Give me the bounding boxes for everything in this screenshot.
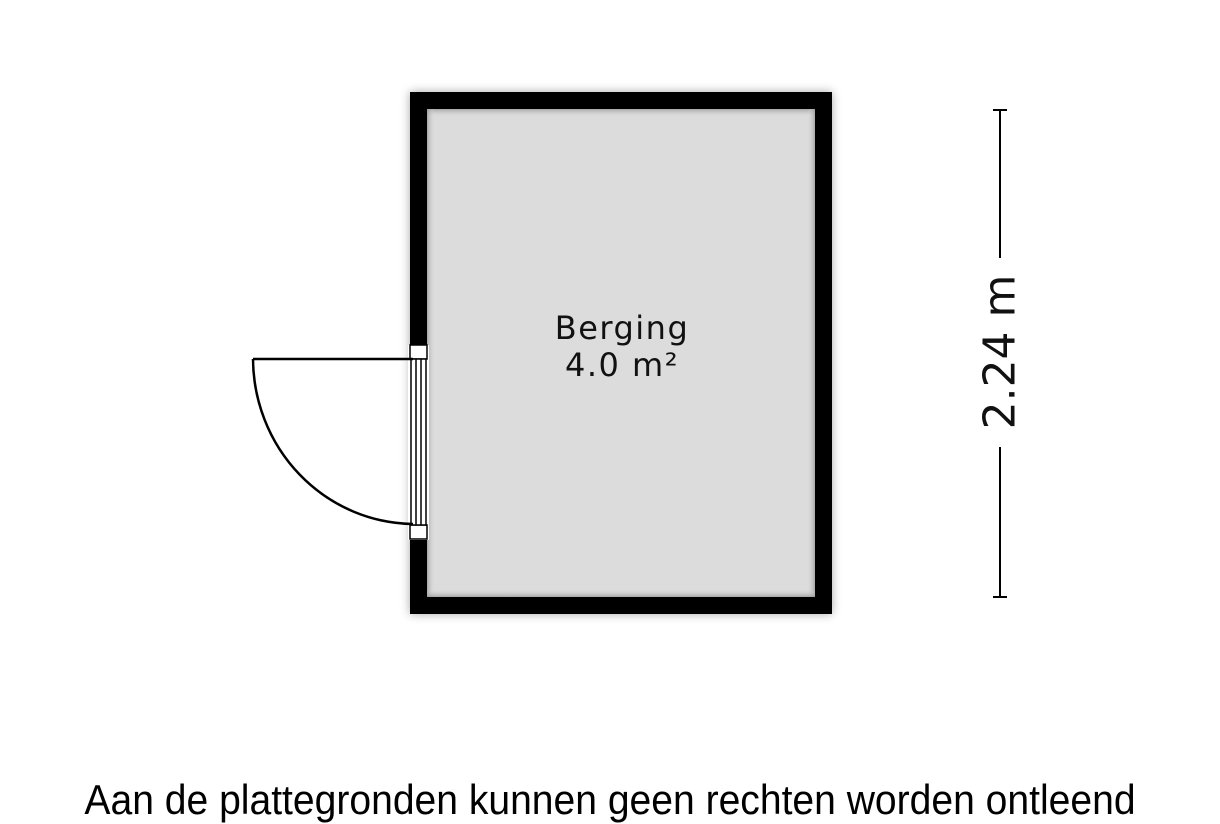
room-label: Berging 4.0 m² — [522, 310, 722, 384]
door-swing-arc — [251, 358, 414, 526]
room-berging — [410, 92, 832, 614]
room-name: Berging — [554, 309, 690, 347]
room-floor — [427, 109, 815, 597]
dimension-line — [993, 109, 1007, 598]
disclaimer-text: Aan de plattegronden kunnen geen rechten… — [84, 776, 1136, 823]
door-frame-bottom — [409, 524, 428, 540]
door-sill — [410, 358, 427, 526]
dimension-label: 2.24 m — [974, 274, 1026, 430]
door — [251, 344, 429, 540]
door-frame-top — [409, 344, 428, 360]
room-area: 4.0 m² — [564, 346, 680, 384]
